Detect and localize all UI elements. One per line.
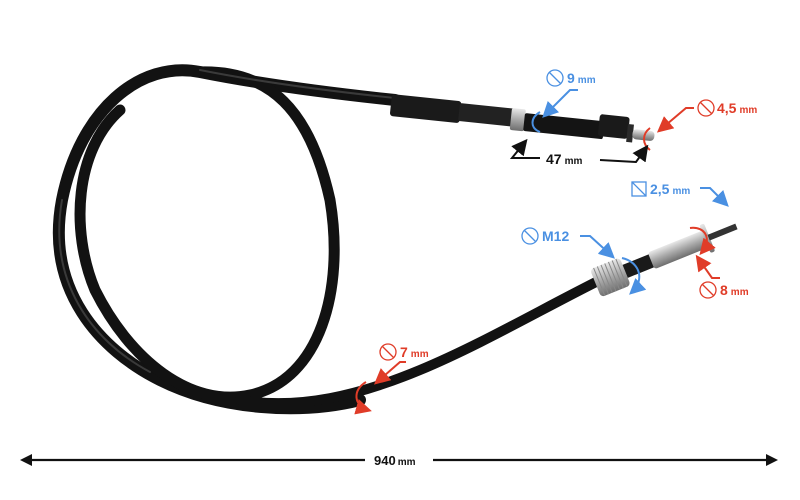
fitting-diameter-value: 9 xyxy=(567,70,575,86)
square-tip-unit: mm xyxy=(672,186,691,197)
total-length-value: 940 xyxy=(374,453,396,468)
total-length-dimension-line xyxy=(20,454,778,466)
total-length-unit: mm xyxy=(397,457,416,468)
ferrule-diameter-unit: mm xyxy=(730,287,749,298)
annotation-m12-graphics xyxy=(521,227,647,295)
square-tip-value: 2,5 xyxy=(650,181,670,197)
annotation-4-5mm-graphics xyxy=(643,99,715,151)
ferrule-diameter-value: 8 xyxy=(720,282,728,298)
cable xyxy=(52,64,605,415)
nut-thread-value: M12 xyxy=(542,228,570,244)
annotation-9mm-graphics xyxy=(531,69,578,133)
annotation-7mm-graphics xyxy=(354,343,406,415)
pin-diameter-unit: mm xyxy=(739,105,758,116)
fitting-length-unit: mm xyxy=(564,156,583,167)
fitting-length-value: 47 xyxy=(546,151,562,167)
annotation-47mm-graphics xyxy=(509,138,649,164)
annotation-2-5mm-graphics xyxy=(631,181,729,207)
cable-diameter-value: 7 xyxy=(400,344,408,360)
cable-diameter-unit: mm xyxy=(410,349,429,360)
top-fitting xyxy=(389,94,655,143)
annotation-8mm-graphics xyxy=(689,226,720,299)
pin-diameter-value: 4,5 xyxy=(717,100,737,116)
fitting-diameter-unit: mm xyxy=(577,75,596,86)
label-nut-thread: M12 xyxy=(542,229,569,245)
